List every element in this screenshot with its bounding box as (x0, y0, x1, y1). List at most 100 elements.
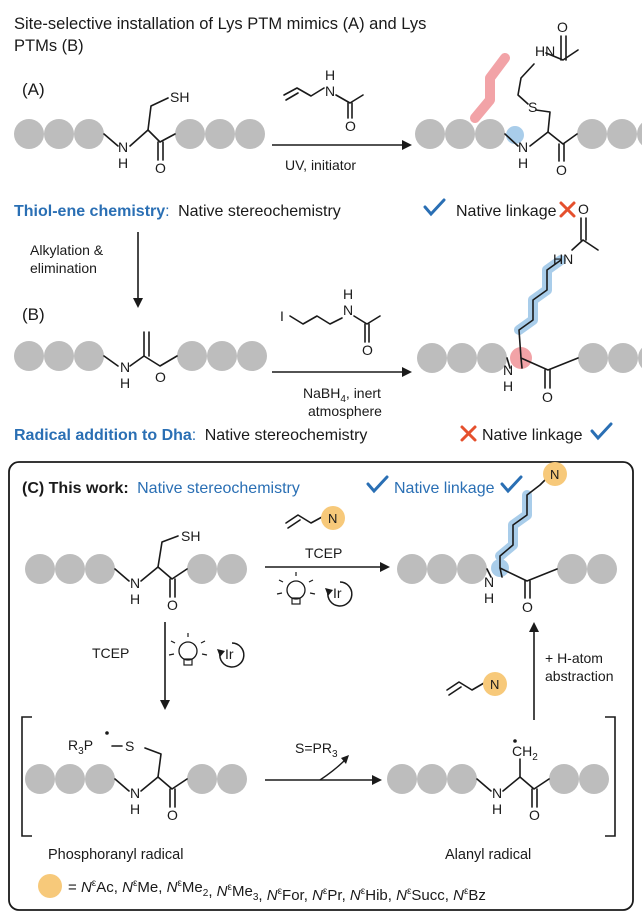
dha-h: H (120, 375, 130, 391)
legend-item: Pr (327, 887, 342, 904)
legend-item-sub: 2 (203, 888, 209, 899)
check-icon (423, 198, 446, 217)
product-a (415, 35, 642, 162)
verdict-b-linkage: Native linkage (482, 427, 583, 444)
verdict-b-method: Radical addition to Dha (14, 427, 192, 444)
product-b-hn: HN (553, 251, 573, 267)
phos-r3p: R3P (68, 737, 93, 757)
arrowhead (402, 367, 412, 377)
bond (504, 133, 519, 147)
bond (283, 87, 325, 97)
bond (157, 535, 179, 568)
phos-n: N (130, 785, 140, 801)
iridium-catalyst-icon (325, 581, 353, 607)
reagent-iodopropyl-acetamide (289, 315, 381, 343)
peptide-bead (445, 119, 475, 149)
reagent-a-n: N (325, 83, 335, 99)
bond (476, 778, 492, 792)
peptide-bead (74, 119, 104, 149)
check-icon (366, 475, 389, 494)
alanyl-radical (387, 739, 609, 808)
section-c-header: (C) This work: Native stereochemistry (22, 480, 300, 497)
bond (140, 566, 188, 582)
verdict-a-method: Thiol-ene chemistry (14, 203, 165, 220)
c-tcep-left: TCEP (92, 645, 129, 661)
bond (129, 129, 176, 147)
verdict-a: Thiol-ene chemistry: Native stereochemis… (14, 203, 341, 220)
ptm-legend: = NεAc, NεMe, NεMe2, NεMe3, NεFor, NεPr,… (68, 878, 486, 904)
legend-n-prefix: N (350, 887, 361, 904)
peptide-bead (579, 764, 609, 794)
product-a-o2: O (556, 162, 567, 178)
c-product-n-top: N (550, 467, 559, 482)
peptide-bead (44, 341, 74, 371)
c-h-atom-line2: abstraction (545, 668, 613, 684)
cross-icon (559, 201, 576, 218)
reagent-c-n: N (328, 511, 337, 526)
conditions-b-line1: NaBH4, inert (303, 385, 381, 405)
cross-icon (460, 425, 477, 442)
bond (446, 681, 485, 691)
radical-dot (105, 731, 109, 735)
phosphoranyl-radical (25, 731, 247, 808)
reagent-a-h: H (325, 67, 335, 83)
peptide-bead (14, 119, 44, 149)
product-b-o2: O (542, 389, 553, 405)
section-c-box (8, 461, 634, 911)
ptm-group-marker (543, 462, 567, 486)
peptide-bead (44, 119, 74, 149)
arrowhead (380, 562, 390, 572)
alanyl-label: Alanyl radical (445, 847, 531, 863)
verdict-b: Radical addition to Dha: Native stereoch… (14, 427, 367, 444)
peptide-bead (475, 119, 505, 149)
reagent-b-h: H (343, 286, 353, 302)
peptide-bead (577, 119, 607, 149)
title-line1: Site-selective installation of Lys PTM m… (14, 15, 426, 33)
left-bracket (21, 716, 32, 837)
legend-n-prefix: N (122, 879, 133, 896)
product-b-h: H (503, 378, 513, 394)
iridium-catalyst-icon (217, 642, 245, 668)
peptide-b-start (14, 331, 267, 371)
bond (502, 776, 550, 792)
legend-item: Me (232, 883, 253, 900)
peptide-a-start (14, 97, 265, 161)
product-a-s: S (528, 99, 537, 115)
bond (517, 63, 535, 105)
dha-o: O (155, 369, 166, 385)
c-radical-reagent-n: N (490, 677, 499, 692)
bond (129, 355, 178, 367)
verdict-a-linkage: Native linkage (456, 203, 557, 220)
thiol-sh: SH (170, 89, 189, 105)
peptide-bead (578, 343, 608, 373)
bond (520, 357, 579, 371)
bond (499, 567, 558, 582)
peptide-bead (187, 554, 217, 584)
c-h-atom-line1: + H-atom (545, 650, 603, 666)
section-a-label: (A) (22, 80, 45, 99)
bond (114, 778, 130, 792)
bond (103, 355, 119, 367)
c-product-n: N (484, 574, 494, 590)
check-icon (590, 422, 613, 441)
peptide-bead (187, 764, 217, 794)
peptide-bead (417, 343, 447, 373)
legend-item: Me (182, 879, 203, 896)
arrowhead (160, 700, 170, 710)
peptide-bead (427, 554, 457, 584)
ptm-group-marker (483, 672, 507, 696)
bond (353, 315, 381, 325)
bond (448, 686, 462, 696)
check-icon (500, 475, 523, 494)
c-amide-n: N (130, 575, 140, 591)
reagent-allyl-acetamide (283, 87, 364, 119)
product-b-o: O (578, 201, 589, 217)
step-line2: elimination (30, 260, 97, 276)
reagent-b-i: I (280, 308, 284, 324)
ptm-group-marker (321, 506, 345, 530)
product-a-n: N (518, 139, 528, 155)
light-bulb-icon (276, 572, 316, 605)
legend-item: Succ (411, 887, 445, 904)
peptide-bead (557, 554, 587, 584)
legend-item: Ac (96, 879, 114, 896)
